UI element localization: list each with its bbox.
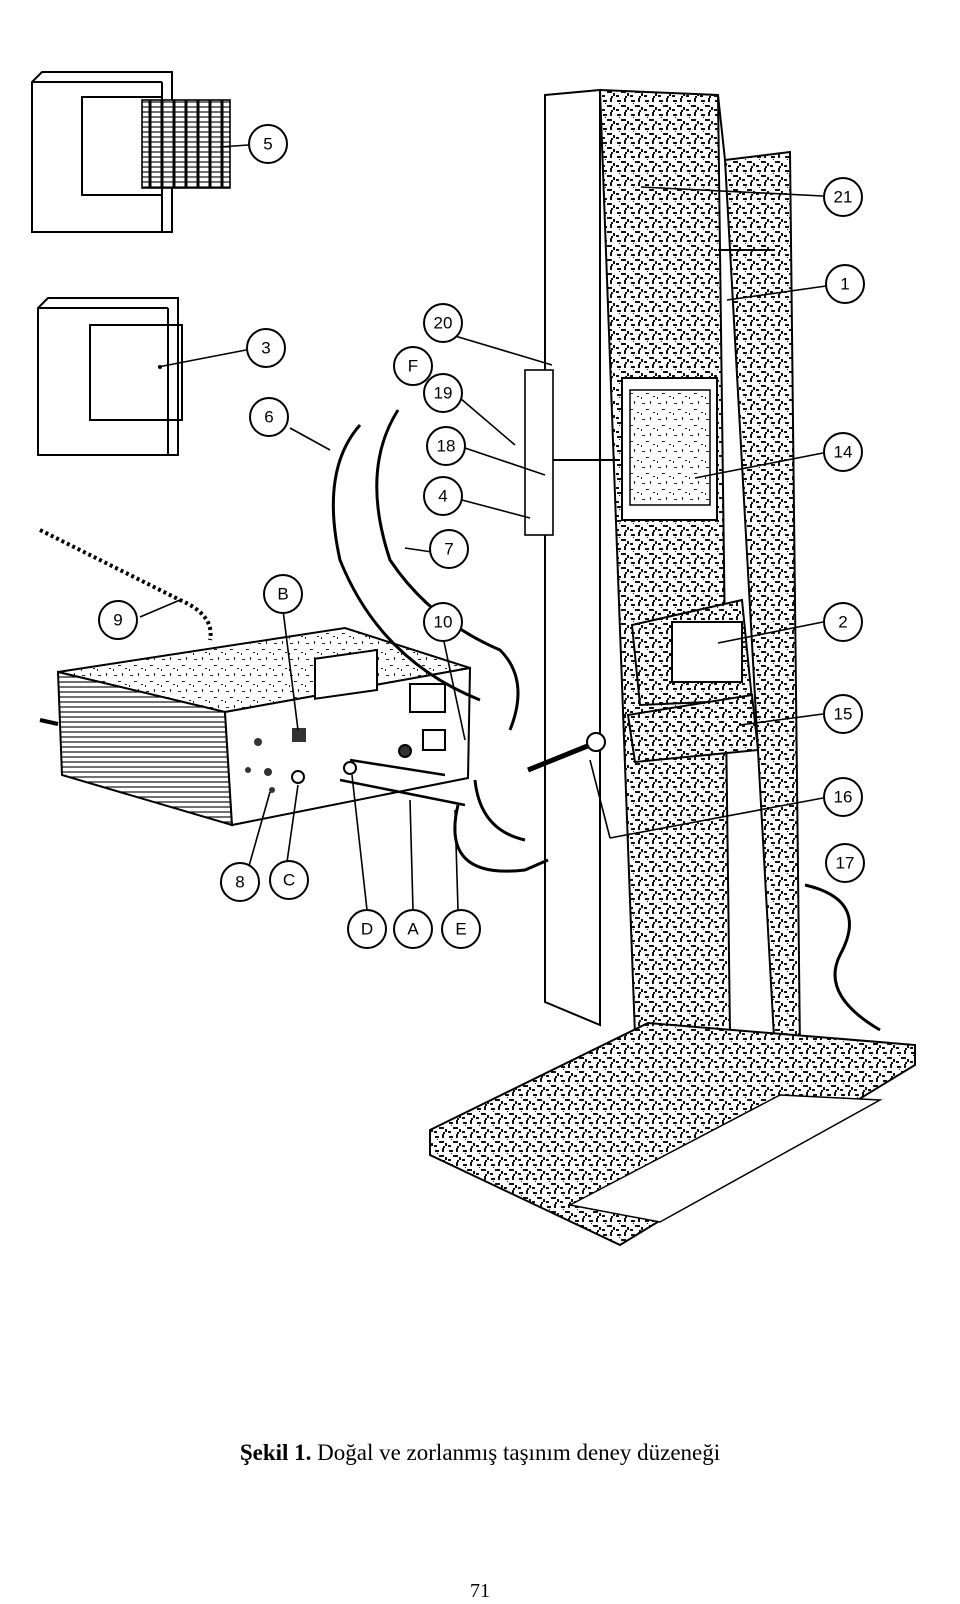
svg-text:2: 2: [838, 613, 847, 632]
callout-17: 17: [825, 843, 865, 883]
base-plate: [429, 1021, 916, 1247]
leader-lines: [139, 144, 827, 911]
callout-e: E: [441, 909, 481, 949]
caption-text: Doğal ve zorlanmış taşınım deney düzeneğ…: [317, 1440, 721, 1465]
callout-20: 20: [423, 303, 463, 343]
page-number: 71: [470, 1580, 490, 1602]
svg-text:21: 21: [834, 188, 853, 207]
callout-8: 8: [220, 862, 260, 902]
svg-text:14: 14: [834, 443, 853, 462]
svg-text:3: 3: [261, 339, 270, 358]
svg-text:5: 5: [263, 135, 272, 154]
callout-4: 4: [423, 476, 463, 516]
callout-6: 6: [249, 397, 289, 437]
svg-text:F: F: [408, 357, 418, 376]
figure-caption: Şekil 1. Doğal ve zorlanmış taşınım dene…: [0, 1440, 960, 1466]
svg-text:18: 18: [437, 437, 456, 456]
svg-text:1: 1: [840, 275, 849, 294]
callout-16: 16: [823, 777, 863, 817]
apparatus-diagram: 5 3 6 9 B 10 8 C D A E 20 F 19 18 4 7 21…: [31, 71, 916, 1247]
svg-text:9: 9: [113, 611, 122, 630]
svg-text:7: 7: [444, 540, 453, 559]
svg-text:4: 4: [438, 487, 447, 506]
svg-text:16: 16: [834, 788, 853, 807]
caption-prefix: Şekil 1.: [239, 1440, 312, 1465]
callout-15: 15: [823, 694, 863, 734]
flat-plate-module: [37, 297, 183, 456]
callout-18: 18: [426, 426, 466, 466]
svg-text:D: D: [361, 920, 373, 939]
callout-5: 5: [248, 124, 288, 164]
callout-c: C: [269, 860, 309, 900]
svg-text:6: 6: [264, 408, 273, 427]
callout-d: D: [347, 909, 387, 949]
callout-10: 10: [423, 602, 463, 642]
svg-text:C: C: [283, 871, 295, 890]
console-unit: [39, 626, 472, 827]
callout-2: 2: [823, 602, 863, 642]
svg-text:E: E: [455, 920, 466, 939]
callout-f: F: [393, 346, 433, 386]
callout-21: 21: [823, 177, 863, 217]
power-cable: [39, 528, 213, 641]
svg-text:17: 17: [836, 854, 855, 873]
callout-3: 3: [246, 328, 286, 368]
svg-text:8: 8: [235, 873, 244, 892]
tower-column: [524, 88, 802, 1057]
svg-text:15: 15: [834, 705, 853, 724]
svg-text:A: A: [407, 920, 419, 939]
svg-text:19: 19: [434, 384, 453, 403]
callout-14: 14: [823, 432, 863, 472]
svg-text:20: 20: [434, 314, 453, 333]
callout-a: A: [393, 909, 433, 949]
svg-text:B: B: [277, 585, 288, 604]
fin-module: [31, 71, 231, 233]
callout-7: 7: [429, 529, 469, 569]
callout-19: 19: [423, 373, 463, 413]
svg-text:10: 10: [434, 613, 453, 632]
callout-1: 1: [825, 264, 865, 304]
callout-b: B: [263, 574, 303, 614]
callout-9: 9: [98, 600, 138, 640]
